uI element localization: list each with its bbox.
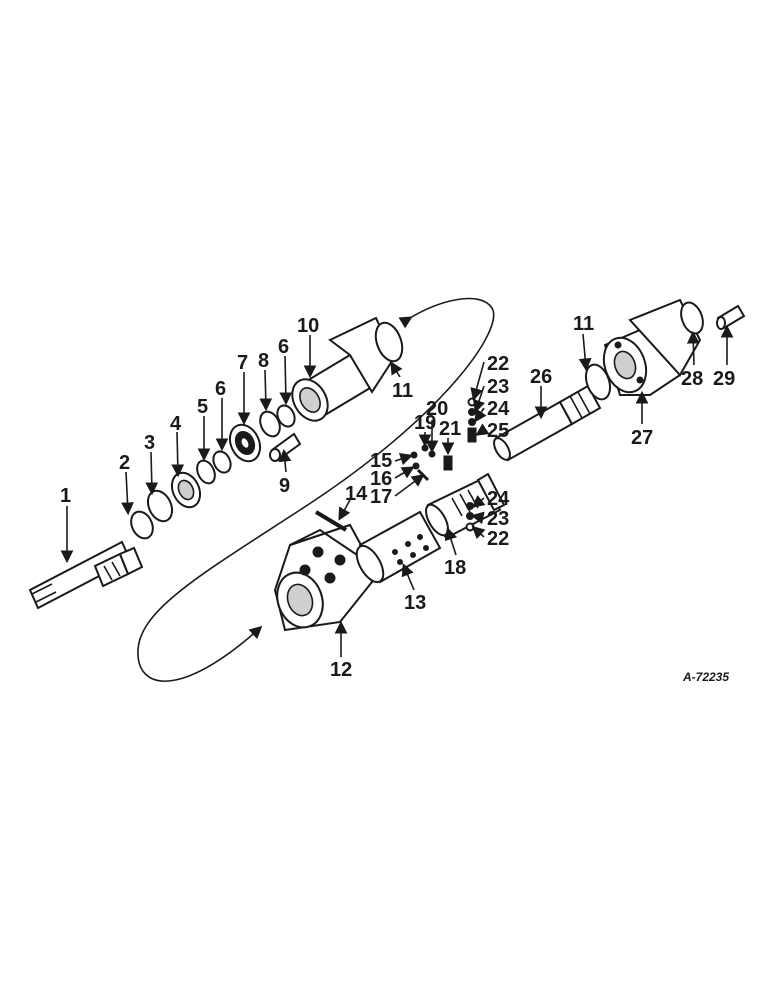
callout-23a: 23 xyxy=(487,376,509,398)
spool-part xyxy=(425,472,506,540)
callout-12: 12 xyxy=(330,659,352,681)
ring-part-6b xyxy=(276,404,296,428)
valve-body-part xyxy=(273,523,374,632)
callout-17: 17 xyxy=(370,486,392,508)
bolt-part xyxy=(716,304,746,330)
leader-lines xyxy=(60,324,734,657)
callout-29: 29 xyxy=(713,368,735,390)
callout-7: 7 xyxy=(237,352,248,374)
spring-part-21 xyxy=(443,455,453,471)
ball-part-15 xyxy=(410,451,418,459)
callout-1: 1 xyxy=(60,485,71,507)
callout-16: 16 xyxy=(370,468,392,490)
drawing-code: A-72235 xyxy=(682,670,729,684)
callout-22b: 22 xyxy=(487,528,509,550)
callout-18: 18 xyxy=(444,557,466,579)
callout-20: 20 xyxy=(426,398,448,420)
seal-part-23a xyxy=(468,408,476,416)
callout-labels: 1 2 3 4 5 6 7 8 6 9 10 11 11 12 13 14 15… xyxy=(60,313,735,681)
assembly-path-line xyxy=(137,297,495,682)
callout-8: 8 xyxy=(258,350,269,372)
o-ring-part-a xyxy=(374,321,404,363)
bearing-part xyxy=(228,423,262,463)
ball-part-16 xyxy=(412,462,420,470)
ring-part-6a xyxy=(212,450,232,474)
callout-28: 28 xyxy=(681,368,703,390)
callout-6b: 6 xyxy=(278,336,289,358)
callout-5: 5 xyxy=(197,396,208,418)
callout-19: 19 xyxy=(414,412,436,434)
pin-part xyxy=(314,510,348,532)
callout-23b: 23 xyxy=(487,508,509,530)
callout-6a: 6 xyxy=(215,378,226,400)
callout-26: 26 xyxy=(530,366,552,388)
spring-part-25 xyxy=(467,427,477,443)
callout-10: 10 xyxy=(297,315,319,337)
shaft-part xyxy=(28,540,144,610)
callout-14: 14 xyxy=(345,483,368,505)
callout-21: 21 xyxy=(439,418,461,440)
callout-24b: 24 xyxy=(487,488,510,510)
cap-part-22a xyxy=(467,397,477,407)
snap-ring-part xyxy=(130,510,154,540)
callout-3: 3 xyxy=(144,432,155,454)
ring-part-24b xyxy=(466,502,474,510)
seal-part-23b xyxy=(466,512,474,520)
ball-part-19 xyxy=(421,444,429,452)
callout-11a: 11 xyxy=(392,380,413,402)
callout-27: 27 xyxy=(631,427,653,449)
callout-24a: 24 xyxy=(487,398,510,420)
callout-9: 9 xyxy=(279,475,290,497)
callout-2: 2 xyxy=(119,452,130,474)
ring-part-24a xyxy=(468,418,476,426)
cap-part-22b xyxy=(465,522,475,532)
callout-11b: 11 xyxy=(573,313,594,335)
callout-22a: 22 xyxy=(487,353,509,375)
callout-25: 25 xyxy=(487,420,509,442)
ball-part-20 xyxy=(428,450,436,458)
callout-13: 13 xyxy=(404,592,426,614)
callout-15: 15 xyxy=(370,450,392,472)
callout-4: 4 xyxy=(170,413,182,435)
sleeve-part xyxy=(355,510,442,584)
